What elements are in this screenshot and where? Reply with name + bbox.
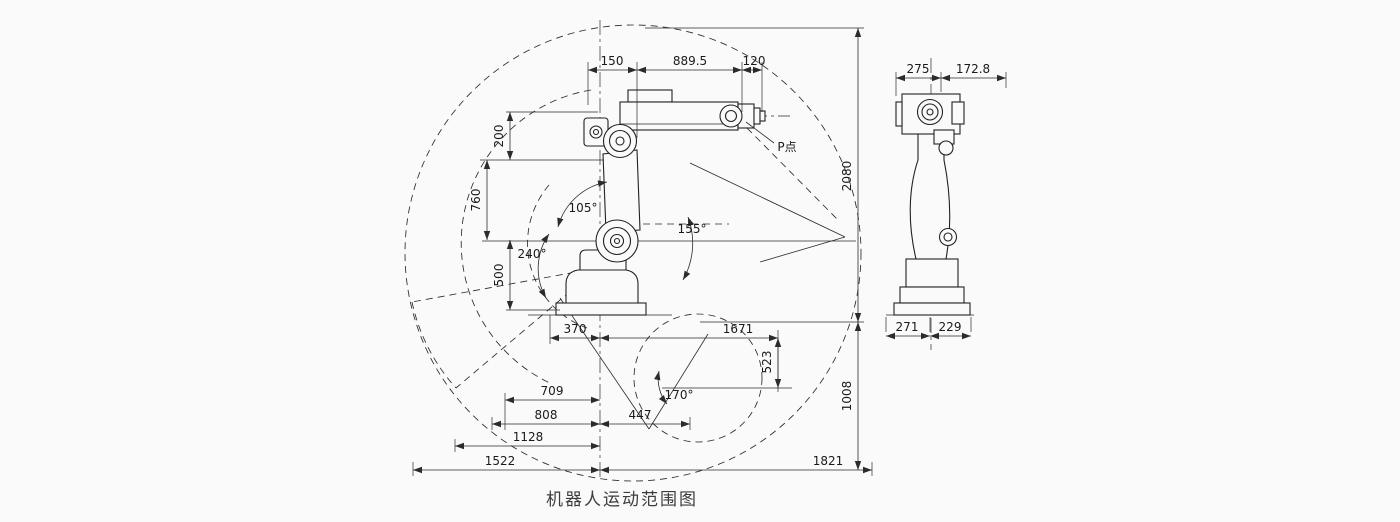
dim-label-150: 150 bbox=[601, 54, 624, 68]
dim-label-370: 370 bbox=[564, 322, 587, 336]
angle-label-155: 155° bbox=[678, 222, 707, 236]
dim-label-120: 120 bbox=[743, 54, 766, 68]
robot-front-view bbox=[528, 89, 766, 316]
p-point-annotation: P点 bbox=[745, 121, 797, 154]
dim-label-1671: 1671 bbox=[723, 322, 754, 336]
upper-arm-link bbox=[602, 149, 641, 233]
dim-label-808: 808 bbox=[535, 408, 558, 422]
dim-label-523: 523 bbox=[760, 351, 774, 374]
dim-label-172-8: 172.8 bbox=[956, 62, 990, 76]
forearm-top-box bbox=[627, 89, 673, 103]
dim-label-200: 200 bbox=[492, 125, 506, 148]
dim-label-1522: 1522 bbox=[485, 454, 516, 468]
base-plate bbox=[555, 302, 647, 316]
angle-label-105: 105° bbox=[569, 201, 598, 215]
dim-chain-side-top: 275 172.8 bbox=[895, 62, 1007, 96]
dim-label-1128: 1128 bbox=[513, 430, 544, 444]
robot-side-view bbox=[886, 93, 974, 316]
dim-label-447: 447 bbox=[629, 408, 652, 422]
p-point-label: P点 bbox=[777, 140, 796, 154]
dim-label-1821: 1821 bbox=[813, 454, 844, 468]
diagram-caption: 机器人运动范围图 bbox=[546, 490, 698, 510]
construction-lines bbox=[482, 27, 864, 430]
dim-label-500: 500 bbox=[492, 264, 506, 287]
dim-chain-side-bottom: 271 229 bbox=[885, 317, 972, 340]
angle-label-240: 240° bbox=[518, 247, 547, 261]
dim-label-271: 271 bbox=[896, 320, 919, 334]
dim-chain-top: 150 889.5 120 bbox=[587, 54, 766, 138]
angle-label-170: 170° bbox=[665, 388, 694, 402]
side-base-flange bbox=[899, 286, 965, 304]
dim-label-2080: 2080 bbox=[840, 161, 854, 192]
tool-tip bbox=[759, 110, 766, 122]
dim-chain-right: 2080 1008 bbox=[840, 28, 862, 470]
side-base-body bbox=[905, 258, 959, 288]
dim-label-1008: 1008 bbox=[840, 381, 854, 412]
dim-label-760: 760 bbox=[469, 189, 483, 212]
dim-label-229: 229 bbox=[939, 320, 962, 334]
dim-label-889-5: 889.5 bbox=[673, 54, 707, 68]
angle-annotations: 105° 155° 240° 170° bbox=[518, 180, 707, 405]
dim-label-709: 709 bbox=[541, 384, 564, 398]
dim-label-275: 275 bbox=[907, 62, 930, 76]
tool-flange bbox=[753, 107, 761, 125]
base-body bbox=[565, 269, 639, 304]
dim-chain-left: 200 760 500 bbox=[469, 111, 604, 311]
side-base-plate bbox=[893, 302, 971, 316]
dim-chain-bottom: 370 1671 523 709 808 447 1128 1522 1821 bbox=[412, 315, 873, 476]
